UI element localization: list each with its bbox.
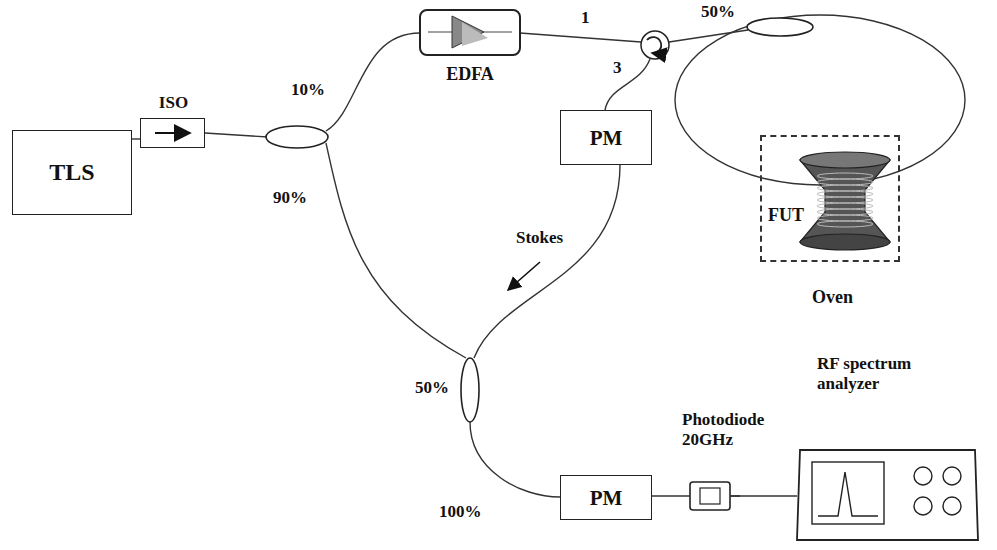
component-box: TLS: [12, 130, 132, 215]
component-label: EDFA: [420, 64, 520, 85]
fiber-coil: [800, 152, 890, 250]
port-label: 10%: [290, 80, 326, 100]
fiber: [326, 143, 466, 358]
component-label: TLS: [13, 159, 131, 187]
amplifier-symbol: [462, 22, 488, 46]
port-label: 3: [612, 58, 623, 78]
component-label: ISO: [131, 93, 216, 113]
fiber: [605, 59, 650, 110]
fiber-connector: [652, 495, 690, 496]
fiber: [474, 165, 620, 358]
port-label: 1: [580, 8, 591, 28]
circulator-symbol: [641, 31, 669, 59]
port-label: 90%: [272, 188, 308, 208]
component-label: Photodiode 20GHz: [682, 410, 786, 449]
component-box: Photodiode 20GHz: [690, 482, 730, 510]
component-box: EDFA: [420, 10, 520, 55]
port-label: 50%: [700, 2, 736, 22]
analyzer-symbol: [797, 450, 978, 540]
fiber: [520, 33, 641, 42]
coupler: [747, 18, 813, 36]
component-box: PM: [560, 475, 652, 520]
component-label: Oven: [812, 287, 892, 308]
circulator-arrow: [647, 37, 661, 53]
fiber-connector: [132, 138, 140, 139]
fiber: [326, 33, 420, 131]
component-label: PM: [561, 125, 651, 149]
component-label: FUT: [768, 205, 818, 226]
component-box: RF spectrum analyzer: [797, 450, 978, 540]
port-label: 100%: [438, 502, 483, 522]
fiber: [669, 30, 748, 42]
component-label: RF spectrum analyzer: [817, 354, 947, 393]
component-box: PM: [560, 110, 652, 165]
coupler: [266, 126, 328, 148]
component-box: ISO: [140, 118, 205, 148]
coupler: [461, 358, 479, 422]
component-label: PM: [561, 485, 651, 509]
amplifier-housing: [420, 10, 520, 55]
fiber-connector: [730, 495, 797, 496]
fiber: [470, 422, 560, 497]
component-box: FUTOven: [760, 135, 900, 262]
isolator-arrow: [155, 132, 190, 134]
direction-arrow: [508, 262, 540, 290]
fiber: [205, 133, 268, 137]
port-label: Stokes: [515, 228, 564, 248]
port-label: 50%: [414, 378, 450, 398]
fiber-loop: [675, 15, 965, 185]
